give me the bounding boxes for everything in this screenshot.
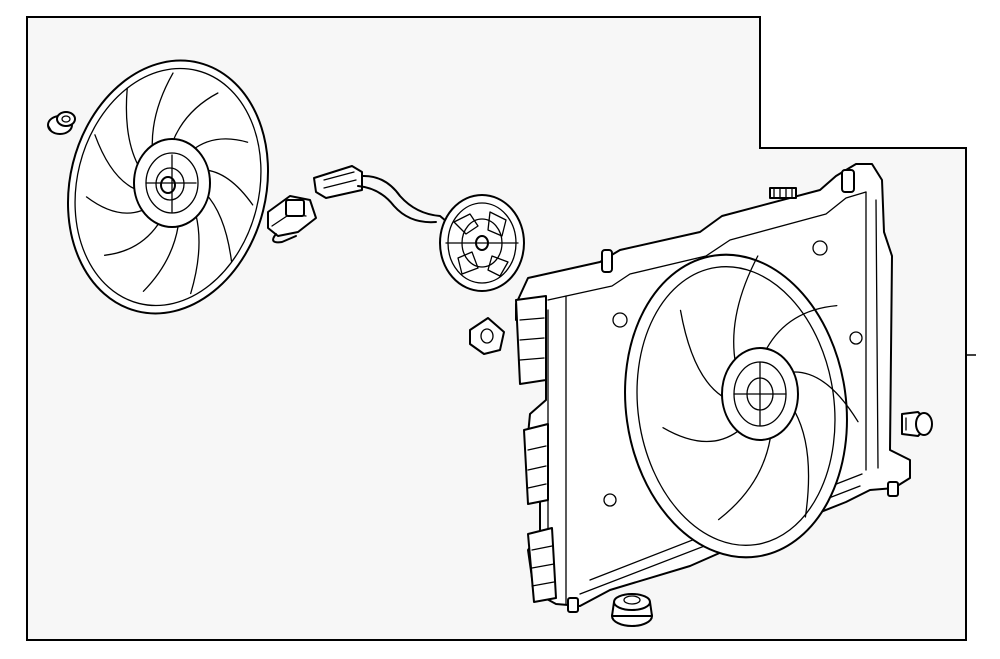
wire-connector: [267, 165, 453, 244]
fan-shroud-assembly: [515, 163, 911, 613]
shroud-strut-line: [794, 411, 810, 518]
shroud-strut-line: [679, 309, 723, 397]
shroud-strut-line: [733, 255, 759, 361]
shroud-strut-line: [662, 427, 739, 443]
fan-blade-line: [171, 92, 219, 144]
fan-blade-line: [85, 196, 143, 214]
shroud-strut-line: [765, 304, 838, 350]
fan-blade-line: [125, 88, 139, 167]
push-nut: [47, 111, 76, 135]
retainer-clip: [469, 317, 505, 355]
shroud-strut-line: [792, 371, 859, 423]
fan-motor: [439, 194, 525, 292]
shroud-strut-line: [717, 437, 771, 521]
fan-blade: [66, 59, 270, 315]
fan-blade-line: [151, 72, 174, 150]
mounting-bolt: [901, 411, 933, 437]
lower-insulator: [611, 593, 653, 627]
fan-blade-line: [142, 225, 179, 292]
fan-blade-line: [190, 213, 200, 295]
fan-blade-line: [94, 134, 135, 190]
fan-blade-line: [103, 223, 159, 256]
